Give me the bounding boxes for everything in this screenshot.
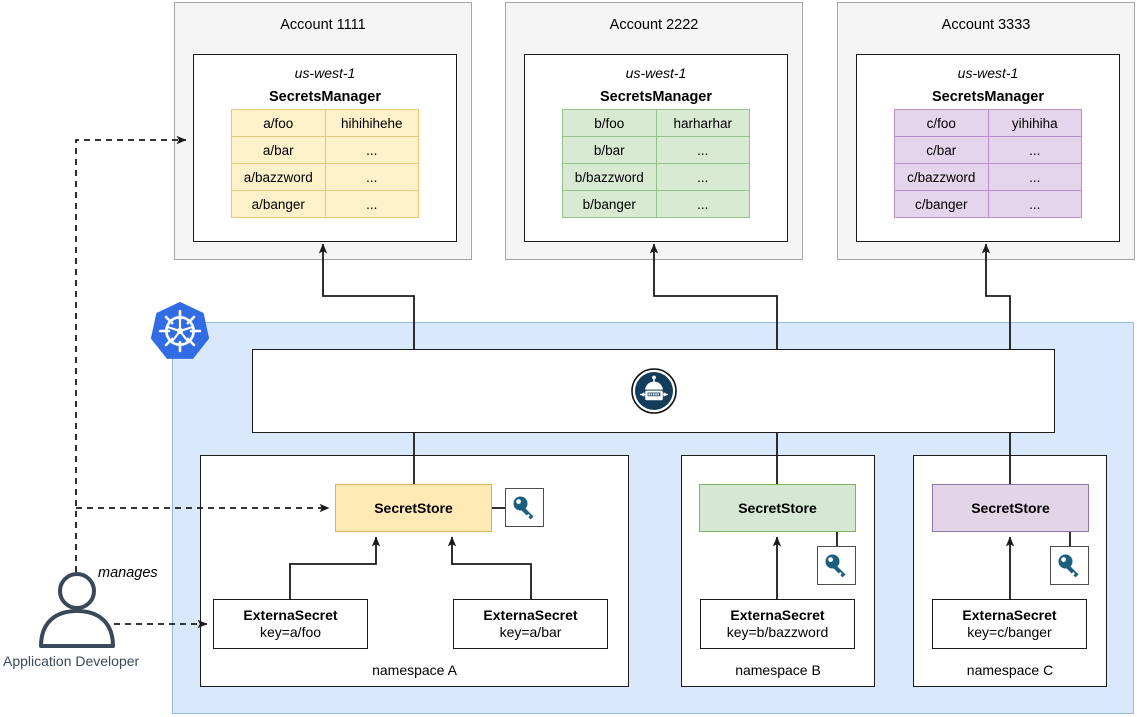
secret-key: a/banger (231, 190, 326, 218)
table-row: b/bazzword... (562, 163, 750, 191)
table-row: b/banger... (562, 190, 750, 218)
table-row: a/bazzword... (231, 163, 419, 191)
secret-key: c/foo (894, 109, 989, 137)
secret-key: b/foo (562, 109, 657, 137)
external-secrets-operator-icon (631, 368, 677, 414)
account-title: Account 3333 (941, 17, 1031, 33)
secretstore-label: SecretStore (374, 500, 453, 516)
secret-key: a/foo (231, 109, 326, 137)
key-icon-box-c (1050, 546, 1089, 585)
user-icon (39, 572, 115, 648)
region-label: us-west-1 (625, 65, 687, 81)
secret-value: ... (655, 190, 750, 218)
secret-key: c/banger (894, 190, 989, 218)
externalsecret-title: ExternaSecret (243, 606, 338, 623)
account-title: Account 2222 (609, 17, 699, 33)
secret-value: ... (987, 190, 1082, 218)
secretstore-a[interactable]: SecretStore (335, 484, 492, 532)
namespace-label: namespace A (372, 662, 457, 678)
secret-key: a/bar (231, 136, 326, 164)
manages-label: manages (98, 565, 158, 581)
key-icon (1058, 554, 1078, 577)
secret-value: harharhar (655, 109, 750, 137)
service-label: SecretsManager (268, 89, 382, 105)
table-row: a/banger... (231, 190, 419, 218)
account-title: Account 1111 (280, 17, 366, 33)
externalsecret-a-foo[interactable]: ExternaSecret key=a/foo (213, 599, 368, 649)
service-label: SecretsManager (931, 89, 1045, 105)
key-icon-box-a (505, 488, 544, 527)
kubernetes-logo-icon (150, 301, 210, 359)
secret-key: c/bar (894, 136, 989, 164)
key-icon (825, 554, 845, 577)
externalsecret-key: key=c/banger (967, 624, 1052, 640)
secret-value: yihihiha (987, 109, 1082, 137)
key-icon-box-b (817, 546, 856, 585)
externalsecret-key: key=a/bar (499, 624, 562, 640)
region-label: us-west-1 (957, 65, 1019, 81)
table-row: c/bar... (894, 136, 1082, 164)
secretstore-label: SecretStore (971, 500, 1050, 516)
secretstore-b[interactable]: SecretStore (699, 484, 856, 532)
secret-value: ... (324, 190, 419, 218)
secret-key: c/bazzword (894, 163, 989, 191)
table-row: c/bazzword... (894, 163, 1082, 191)
service-label: SecretsManager (599, 89, 713, 105)
externalsecret-title: ExternaSecret (962, 606, 1057, 623)
secretstore-label: SecretStore (738, 500, 817, 516)
account-panel-1111: Account 1111 us-west-1 SecretsManager a/… (174, 2, 472, 260)
secret-value: ... (655, 163, 750, 191)
application-developer-actor (38, 570, 116, 648)
externalsecret-key: key=a/foo (259, 624, 322, 640)
namespace-label: namespace B (735, 662, 821, 678)
secret-value: ... (324, 136, 419, 164)
secret-key: b/bazzword (562, 163, 657, 191)
externalsecret-key: key=b/bazzword (726, 624, 829, 640)
externalsecret-title: ExternaSecret (483, 606, 578, 623)
externalsecret-b-bazzword[interactable]: ExternaSecret key=b/bazzword (700, 599, 855, 649)
kubernetes-logo (149, 300, 211, 362)
secret-value: ... (987, 136, 1082, 164)
secret-value: hihihihehe (324, 109, 419, 137)
secret-key: b/banger (562, 190, 657, 218)
secret-value: ... (655, 136, 750, 164)
table-row: c/banger... (894, 190, 1082, 218)
table-row: a/bar... (231, 136, 419, 164)
account-panel-3333: Account 3333 us-west-1 SecretsManager c/… (837, 2, 1135, 260)
externalsecret-a-bar[interactable]: ExternaSecret key=a/bar (453, 599, 608, 649)
secret-value: ... (987, 163, 1082, 191)
secret-value: ... (324, 163, 419, 191)
region-label: us-west-1 (294, 65, 356, 81)
table-row: b/bar... (562, 136, 750, 164)
account-panel-2222: Account 2222 us-west-1 SecretsManager b/… (505, 2, 803, 260)
externalsecret-c-banger[interactable]: ExternaSecret key=c/banger (932, 599, 1087, 649)
secretstore-c[interactable]: SecretStore (932, 484, 1089, 532)
secret-key: a/bazzword (231, 163, 326, 191)
namespace-label: namespace C (966, 662, 1054, 678)
key-icon (513, 496, 533, 519)
secret-key: b/bar (562, 136, 657, 164)
external-secrets-operator-icon-wrap (631, 368, 677, 414)
externalsecret-title: ExternaSecret (730, 606, 825, 623)
application-developer-label: Application Developer (3, 653, 140, 669)
